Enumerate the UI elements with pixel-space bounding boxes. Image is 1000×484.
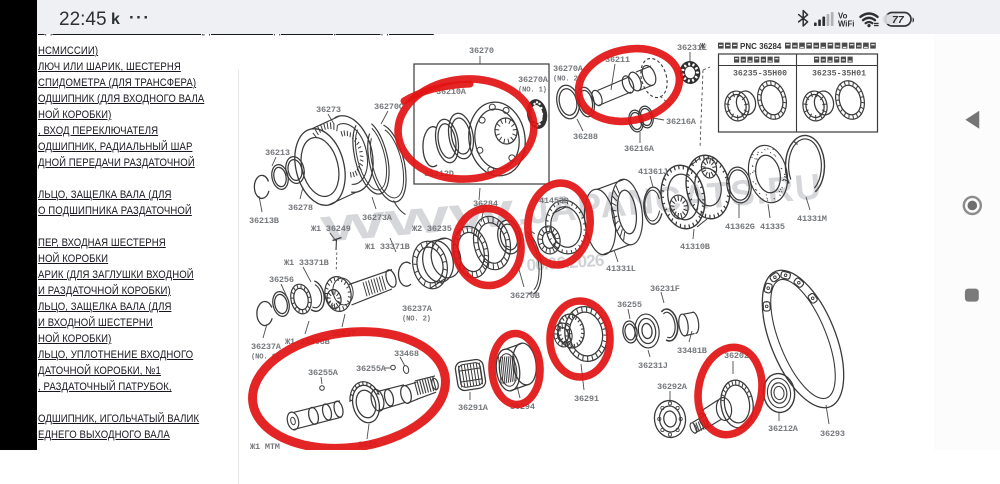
svg-text:36237A: 36237A — [402, 304, 433, 314]
svg-text:Vo: Vo — [838, 12, 848, 21]
svg-text:36213: 36213 — [265, 148, 290, 158]
svg-text:41453D: 41453D — [539, 196, 569, 206]
svg-text:33481B: 33481B — [677, 346, 707, 356]
svg-text:36273: 36273 — [316, 105, 341, 115]
svg-text:36270: 36270 — [469, 46, 494, 56]
svg-text:36235-35H01: 36235-35H01 — [812, 70, 866, 79]
svg-text:36255A: 36255A — [356, 364, 387, 374]
svg-text:36255A: 36255A — [308, 368, 339, 378]
svg-text:36231E: 36231E — [677, 43, 707, 53]
svg-text:WiFi: WiFi — [838, 20, 854, 29]
svg-text:PNC 36284: PNC 36284 — [740, 42, 782, 51]
svg-text:41335: 41335 — [760, 222, 785, 232]
svg-text:Ж1 33371B: Ж1 33371B — [284, 258, 329, 268]
svg-text:36292A: 36292A — [657, 382, 688, 392]
svg-text:36211: 36211 — [605, 55, 630, 65]
svg-text:36270C: 36270C — [374, 102, 404, 112]
svg-text:36202: 36202 — [724, 351, 749, 361]
svg-text:36216A: 36216A — [624, 144, 655, 154]
svg-text:36291: 36291 — [574, 394, 599, 404]
svg-text:36216A: 36216A — [666, 117, 697, 127]
svg-text:36270B: 36270B — [510, 291, 540, 301]
svg-text:36288: 36288 — [573, 132, 598, 142]
svg-text:41331L: 41331L — [606, 264, 636, 274]
svg-text:Ж: Ж — [700, 42, 705, 52]
svg-text:41362G: 41362G — [725, 222, 755, 232]
svg-text:(NO. 2): (NO. 2) — [402, 316, 431, 324]
svg-text:Ж1 33371B: Ж1 33371B — [365, 242, 410, 252]
svg-text:36284: 36284 — [473, 199, 498, 209]
svg-text:Ж2 36235: Ж2 36235 — [412, 224, 452, 234]
svg-text:36231F: 36231F — [650, 284, 680, 294]
svg-text:36293: 36293 — [820, 429, 845, 439]
svg-text:36270A: 36270A — [553, 64, 584, 74]
svg-text:36255: 36255 — [617, 300, 642, 310]
svg-text:36237A: 36237A — [251, 342, 282, 352]
svg-text:36235-35H00: 36235-35H00 — [733, 70, 787, 79]
svg-text:36210A: 36210A — [436, 87, 467, 97]
svg-text:(NO. 1): (NO. 1) — [251, 354, 280, 362]
svg-text:77: 77 — [892, 14, 905, 26]
svg-text:Ж1 36249: Ж1 36249 — [311, 224, 351, 234]
svg-text:(NO. 2): (NO. 2) — [553, 76, 582, 84]
svg-text:36213B: 36213B — [249, 216, 279, 226]
svg-text:36212A: 36212A — [768, 424, 799, 434]
svg-text:41331M: 41331M — [797, 214, 827, 224]
svg-text:36256: 36256 — [269, 275, 294, 285]
svg-text:41361J: 41361J — [638, 167, 668, 177]
svg-text:36273A: 36273A — [362, 213, 393, 223]
svg-text:41310B: 41310B — [680, 242, 710, 252]
svg-text:36291A: 36291A — [458, 403, 489, 413]
svg-text:(NO. 1): (NO. 1) — [518, 87, 547, 95]
svg-text:36231J: 36231J — [638, 361, 668, 371]
svg-text:36278: 36278 — [288, 203, 313, 213]
svg-text:Ж1 MTM: Ж1 MTM — [250, 442, 280, 450]
svg-text:33468: 33468 — [394, 349, 419, 359]
svg-text:36270A: 36270A — [518, 75, 549, 85]
